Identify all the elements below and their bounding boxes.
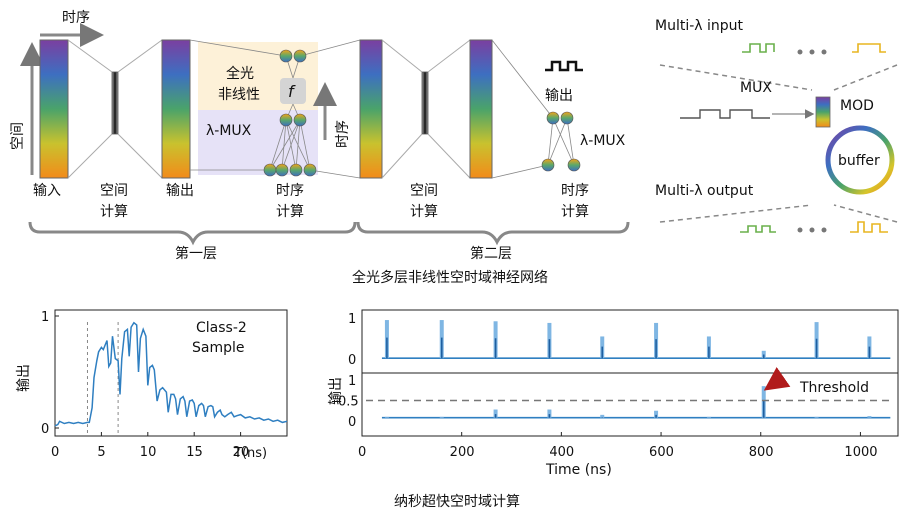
output-1-label: 输出 [166, 183, 194, 199]
chart1-annotation-1: Class-2 [196, 320, 247, 336]
all-optical-label: 全光 [226, 65, 254, 82]
chart1-xlabel: T(ns) [233, 446, 267, 461]
timing-vertical-label: 时序 [335, 120, 351, 148]
layer-2-brace [356, 221, 630, 246]
f-box [280, 78, 306, 104]
chart1-ylabel: 输出 [16, 364, 32, 392]
temporal-node-1-links [189, 39, 361, 179]
mux-label: MUX [740, 80, 772, 96]
temporal-compute-2-sub: 计算 [561, 204, 589, 220]
yellow-input-pulse [852, 43, 886, 53]
network-diagram: 时序 空间 输入 空间 计算 输出 全光 非线性 λ-MUX f [10, 10, 630, 286]
f-symbol: f [288, 82, 296, 101]
lambda-mux-2-label: λ-MUX [580, 133, 626, 149]
chart2-top-ytick-label: 0 [348, 353, 356, 368]
chart2-xtick-label: 200 [450, 445, 475, 460]
caption-top: 全光多层非线性空时域神经网络 [352, 269, 548, 286]
compute-2-label: 计算 [410, 204, 438, 220]
highlight-arrow [763, 367, 791, 391]
chart2-bottom-peak-band [814, 416, 819, 418]
output-column-1 [161, 39, 191, 179]
chart2-xtick-label: 800 [749, 445, 774, 460]
spatial-compute-2-label: 空间 [410, 183, 438, 199]
chart2-bottom-peak-band [867, 416, 872, 418]
multi-output-label: Multi-λ output [655, 183, 754, 199]
spatial-compute-1-label: 空间 [100, 183, 128, 199]
input-column [39, 39, 69, 179]
chart1-xtick-label: 20 [233, 445, 250, 460]
chart2-bottom-peak-band [384, 416, 389, 418]
chart2-bottom-peak-band [493, 409, 498, 418]
green-input-pulse [742, 43, 775, 53]
compute-1-label: 计算 [100, 204, 128, 220]
temporal-node-2-links [491, 39, 575, 179]
chart2-xtick-label: 400 [549, 445, 574, 460]
yellow-output-pulse [850, 221, 888, 233]
chart2-bottom-ytick-label: 0.5 [338, 395, 359, 410]
output-2-label: 输出 [545, 88, 573, 104]
buffer-label: buffer [838, 153, 880, 169]
chart1-xtick-label: 0 [51, 445, 59, 460]
space-vertical-label: 空间 [10, 122, 26, 150]
chart1-series-line [54, 321, 288, 427]
chart2-xlabel: Time (ns) [545, 462, 612, 478]
chart2-bottom-peak-band [439, 416, 444, 418]
class2-sample-chart: Class-2 Sample 输出 T(ns) 0 5 10 15 20 0 1 [16, 309, 288, 461]
chart1-ytick-label: 1 [41, 310, 49, 325]
chart2-bottom-peak-band [600, 414, 605, 418]
chart2-bottom-ytick-label: 1 [348, 374, 356, 389]
buffer-ring [825, 125, 895, 195]
chart1-frame [54, 309, 288, 437]
mod-panel: Multi-λ input MUX MOD buffer Multi-λ out… [655, 18, 898, 233]
chart2-bottom-peak-band [706, 416, 711, 418]
temporal-node-1-balls [263, 49, 317, 177]
chart2-bottom-ytick-label: 0 [348, 415, 356, 430]
chart1-xtick-label: 5 [97, 445, 105, 460]
spatial-lens-2 [421, 71, 429, 135]
caption-bottom: 纳秒超快空时域计算 [394, 494, 520, 510]
temporal-compute-2-label: 时序 [561, 183, 589, 199]
chart2-bottom-peak-band [654, 410, 659, 418]
lambda-mux-1-label: λ-MUX [206, 123, 252, 139]
temporal-compute-1-label: 时序 [276, 183, 304, 199]
chart2-top-ytick-label: 1 [348, 312, 356, 327]
layer-1-label: 第一层 [175, 245, 217, 262]
temporal-compute-1-sub: 计算 [276, 204, 304, 220]
chart2-xtick-label: 0 [358, 445, 366, 460]
mod-block [815, 96, 831, 128]
layer-1-brace [28, 221, 357, 246]
output-pulse-icon [545, 60, 583, 72]
mux-signal [680, 109, 770, 119]
green-output-pulse [740, 225, 776, 233]
chart1-annotation-2: Sample [192, 340, 245, 356]
threshold-label: Threshold [799, 380, 869, 396]
chart2-xtick-label: 1000 [844, 445, 877, 460]
chart2-ylabel: 输出 [328, 377, 344, 405]
layer2-output-column [469, 39, 493, 179]
nonlinearity-label: 非线性 [218, 87, 260, 103]
chart2-bottom-peak-band [547, 409, 552, 418]
input-label: 输入 [33, 183, 61, 199]
chart1-ytick-label: 0 [41, 422, 49, 437]
chart1-xtick-label: 10 [140, 445, 157, 460]
multi-input-label: Multi-λ input [655, 18, 744, 34]
chart2-xtick-label: 600 [649, 445, 674, 460]
timing-top-label: 时序 [62, 10, 90, 26]
chart1-xtick-label: 15 [186, 445, 203, 460]
layer-2-label: 第二层 [470, 245, 512, 262]
temporal-node-2-balls [541, 111, 581, 172]
spatial-lens-1 [111, 71, 119, 135]
layer2-input-column [359, 39, 383, 179]
mod-label: MOD [840, 98, 874, 114]
